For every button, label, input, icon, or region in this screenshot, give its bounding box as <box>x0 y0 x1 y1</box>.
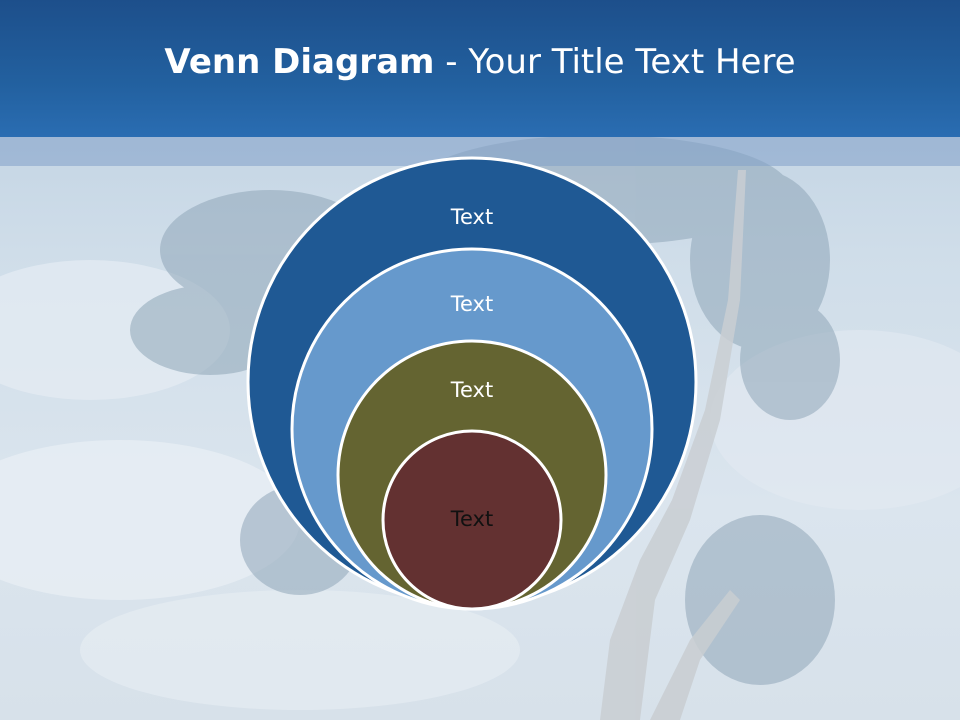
venn-label-outer: Text <box>450 205 493 229</box>
title-bold-part: Venn Diagram <box>164 42 435 82</box>
title-bar: Venn Diagram - Your Title Text Here <box>0 0 960 137</box>
venn-label-third: Text <box>450 378 493 402</box>
venn-label-second: Text <box>450 292 493 316</box>
slide-title: Venn Diagram - Your Title Text Here <box>0 40 960 84</box>
venn-circle-inner[interactable] <box>381 429 563 611</box>
venn-label-inner: Text <box>450 507 493 531</box>
title-subtitle-part: - Your Title Text Here <box>434 42 796 82</box>
